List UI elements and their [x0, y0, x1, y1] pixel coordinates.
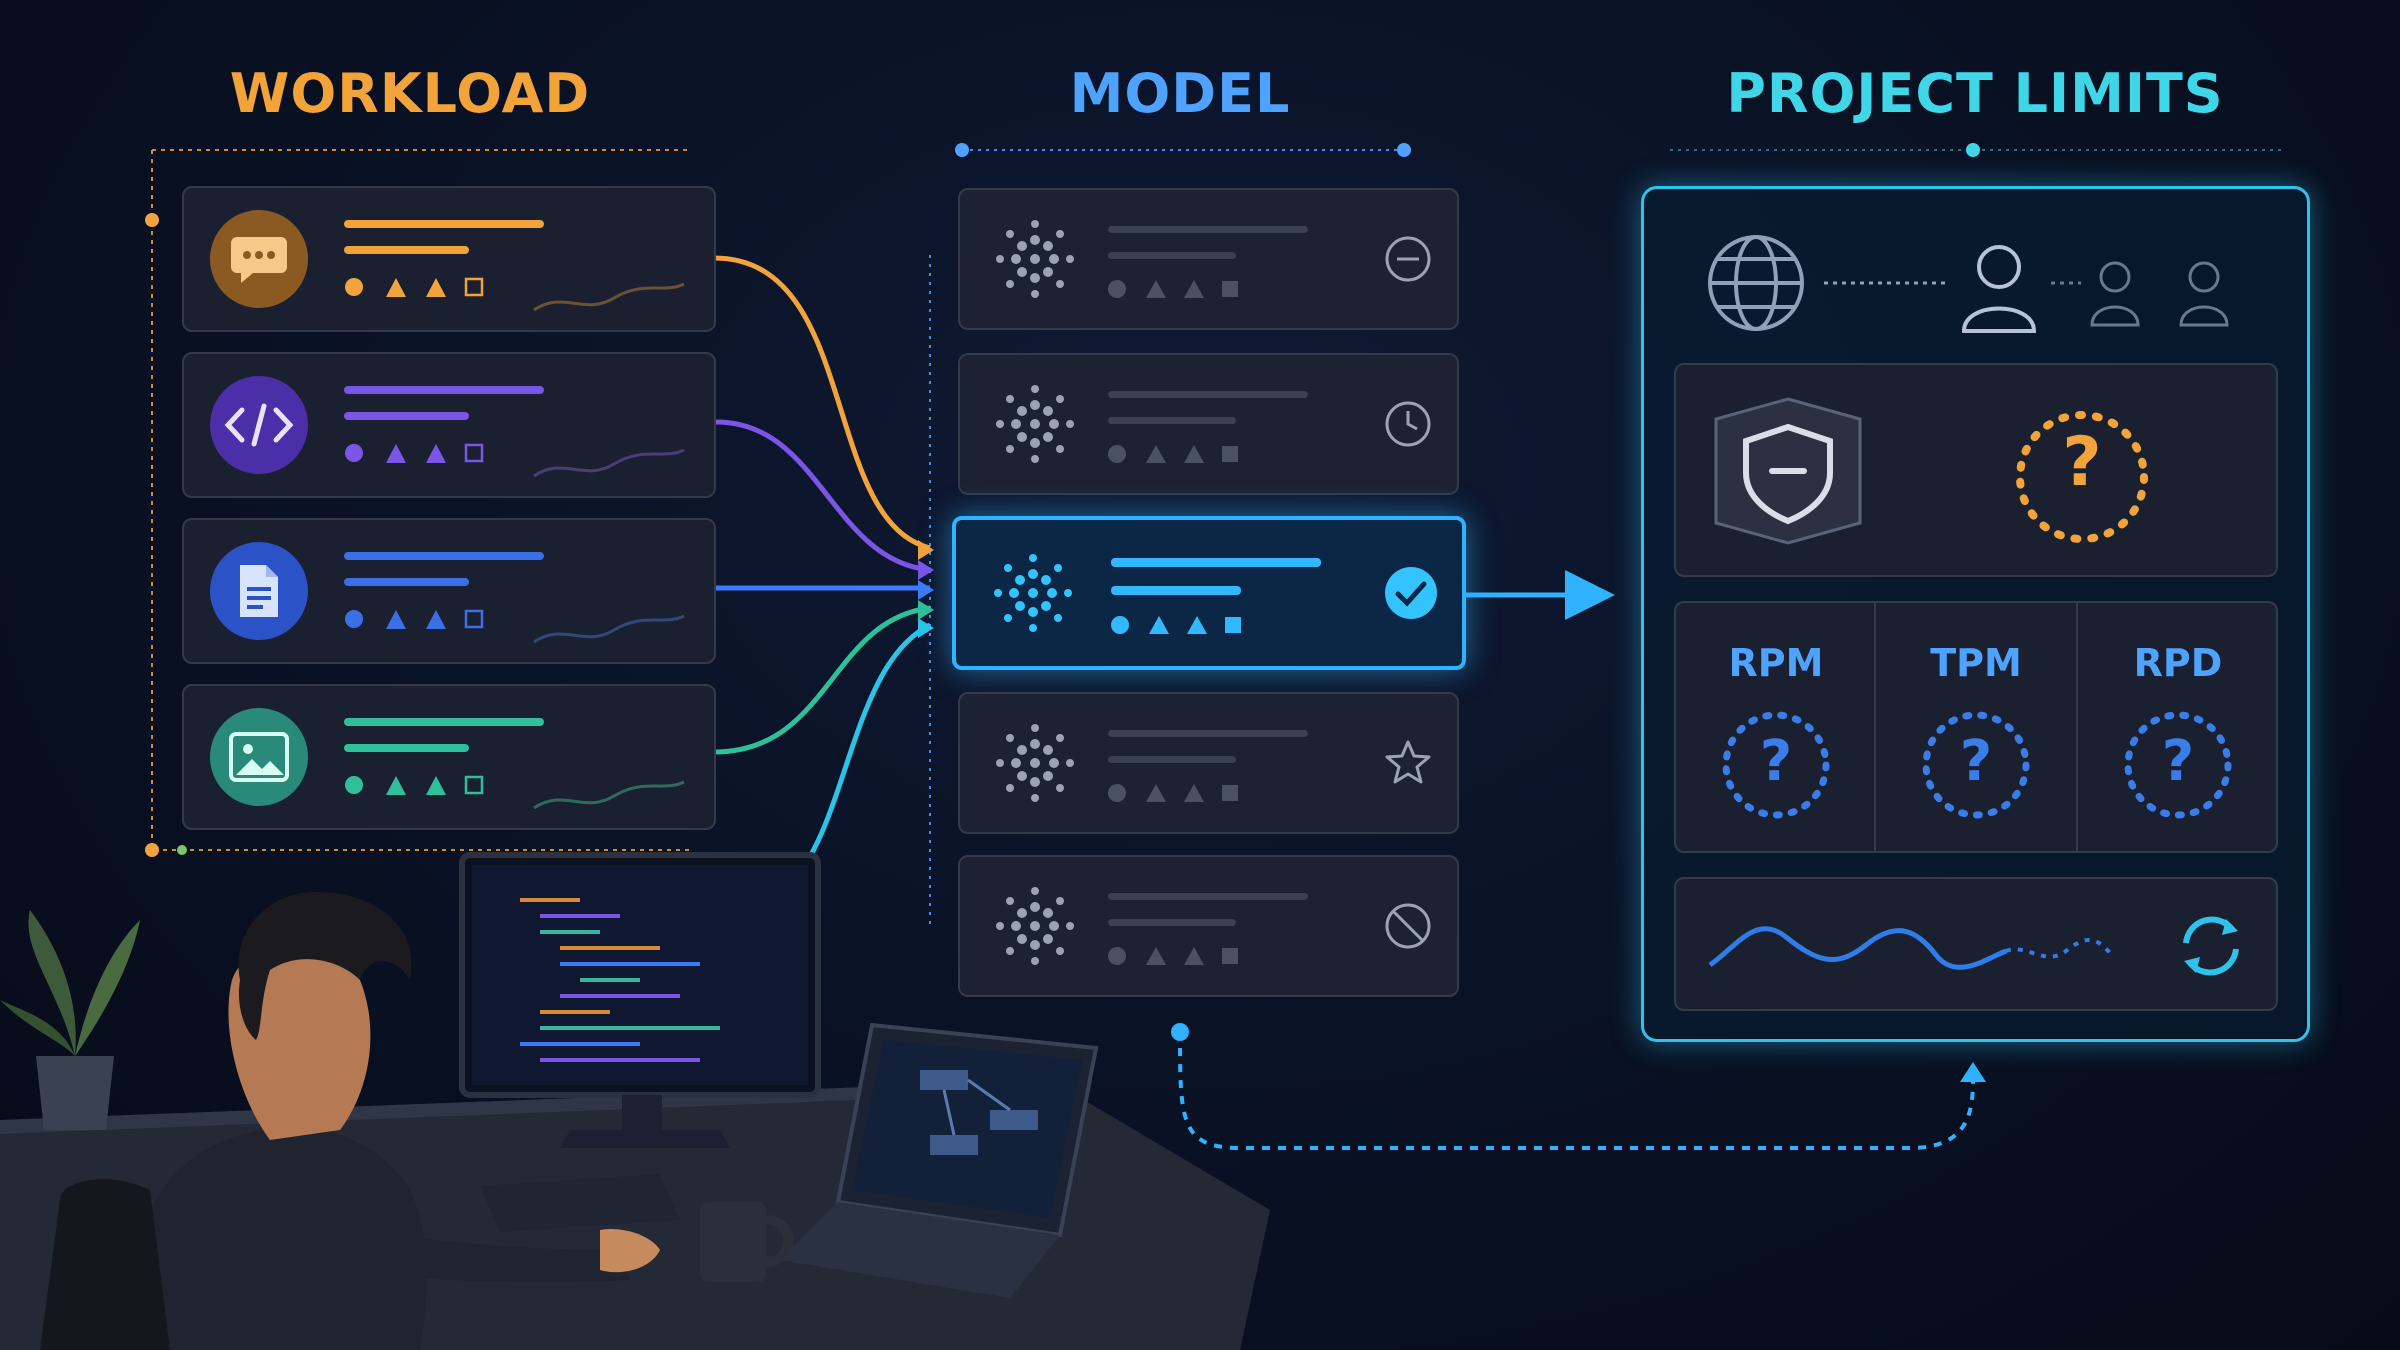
model-line: [1108, 226, 1308, 233]
model-node-icon: [996, 887, 1074, 965]
mug-icon: [700, 1202, 794, 1282]
rpm-value: ?: [1759, 729, 1793, 794]
model-line: [1108, 893, 1308, 900]
rpm-label: RPM: [1728, 641, 1824, 685]
model-title: MODEL: [1069, 62, 1291, 125]
person-illustration: [40, 891, 660, 1350]
workload-line: [344, 246, 469, 254]
rpd-value: ?: [2161, 729, 2195, 794]
workload-shapes: [345, 775, 685, 810]
rpd-label: RPD: [2133, 641, 2223, 685]
shield-icon: [1714, 397, 1862, 545]
model-node-icon: [996, 220, 1074, 298]
developer-illustration: [0, 852, 1270, 1350]
workload-to-model-connectors: [713, 255, 934, 862]
model-shapes: [1108, 784, 1238, 802]
rpd-dotted-ring: [2124, 711, 2232, 819]
workload-shapes: [345, 443, 685, 478]
workload-bracket: [145, 149, 690, 857]
workload-line: [344, 744, 469, 752]
workload-card-code[interactable]: [182, 352, 716, 498]
model-shapes: [1111, 616, 1241, 634]
project-limits-title: PROJECT LIMITS: [1726, 62, 2224, 125]
model-node-icon: [996, 724, 1074, 802]
workload-line: [344, 412, 469, 420]
workload-shapes: [345, 609, 685, 644]
globe-icon: [1708, 235, 1804, 331]
usage-wave: [1708, 926, 2112, 970]
model-card-4[interactable]: [958, 692, 1459, 834]
model-shapes: [1108, 280, 1238, 298]
limits-header-line: [1670, 143, 2282, 157]
ban-icon[interactable]: [1383, 901, 1433, 951]
workload-line: [344, 578, 469, 586]
model-node-icon: [996, 385, 1074, 463]
user-icon: [2090, 261, 2140, 327]
user-icon: [1961, 245, 2037, 333]
model-line: [1108, 756, 1236, 763]
model-card-5[interactable]: [958, 855, 1459, 997]
workload-line: [344, 552, 544, 560]
project-limits-panel: ? RPM TPM RPD ? ? ?: [1641, 186, 2310, 1042]
image-icon: [210, 708, 308, 806]
model-line: [1108, 919, 1236, 926]
metrics-block: RPM TPM RPD ? ? ?: [1674, 601, 2278, 853]
refresh-icon[interactable]: [2174, 909, 2248, 983]
metric-divider: [2076, 603, 2078, 851]
model-shapes: [1108, 445, 1238, 463]
tpm-value: ?: [1959, 729, 1993, 794]
workload-card-chat[interactable]: [182, 186, 716, 332]
shield-question: ?: [2062, 423, 2102, 502]
rpm-dotted-ring: [1722, 711, 1830, 819]
minus-circle-icon[interactable]: [1383, 234, 1433, 284]
model-line: [1108, 391, 1308, 398]
feedback-loop: [1171, 1023, 1986, 1150]
plant-icon: [0, 910, 140, 1130]
model-card-selected[interactable]: [952, 516, 1466, 670]
model-shapes: [1108, 947, 1238, 965]
model-line: [1111, 558, 1321, 567]
model-line: [1108, 417, 1236, 424]
model-line: [1108, 730, 1308, 737]
workload-card-document[interactable]: [182, 518, 716, 664]
tpm-dotted-ring: [1922, 711, 2030, 819]
access-row: [1708, 235, 2229, 333]
usage-block: [1674, 877, 2278, 1011]
metric-divider: [1874, 603, 1876, 851]
star-icon[interactable]: [1383, 738, 1433, 788]
workload-line: [344, 718, 544, 726]
model-line: [1108, 252, 1236, 259]
chat-bubble-icon: [210, 210, 308, 308]
workload-title: WORKLOAD: [229, 62, 591, 125]
laptop-icon: [780, 1022, 1099, 1298]
security-block: ?: [1674, 363, 2278, 577]
check-circle-icon[interactable]: [1382, 564, 1440, 622]
unknown-quota-icon: [2016, 411, 2148, 543]
workload-line: [344, 386, 544, 394]
tpm-label: TPM: [1930, 641, 2022, 685]
model-node-icon: [994, 554, 1072, 632]
user-icon: [2179, 261, 2229, 327]
model-card-1[interactable]: [958, 188, 1459, 330]
clock-icon[interactable]: [1383, 399, 1433, 449]
workload-shapes: [345, 277, 685, 312]
document-icon: [210, 542, 308, 640]
monitor-icon: [459, 852, 821, 1148]
workload-card-image[interactable]: [182, 684, 716, 830]
model-card-2[interactable]: [958, 353, 1459, 495]
model-line: [1111, 586, 1241, 595]
code-icon: [210, 376, 308, 474]
workload-line: [344, 220, 544, 228]
